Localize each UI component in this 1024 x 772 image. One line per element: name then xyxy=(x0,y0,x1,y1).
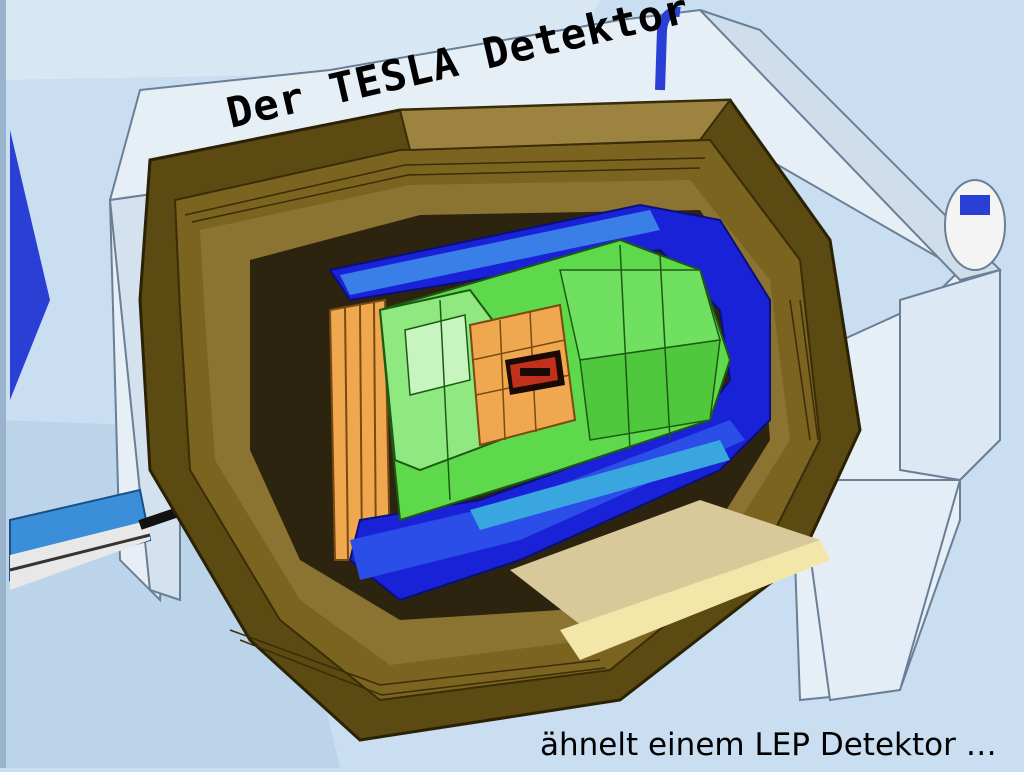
solenoid-coil xyxy=(328,203,771,602)
top-pipe xyxy=(655,6,681,91)
slide-caption: ähnelt einem LEP Detektor … xyxy=(540,727,997,763)
floor-platform xyxy=(510,500,830,660)
central-tracker xyxy=(468,303,577,447)
endcap-calorimeter xyxy=(328,298,392,561)
left-blue-panel xyxy=(10,130,50,400)
right-fixture xyxy=(944,179,1006,271)
